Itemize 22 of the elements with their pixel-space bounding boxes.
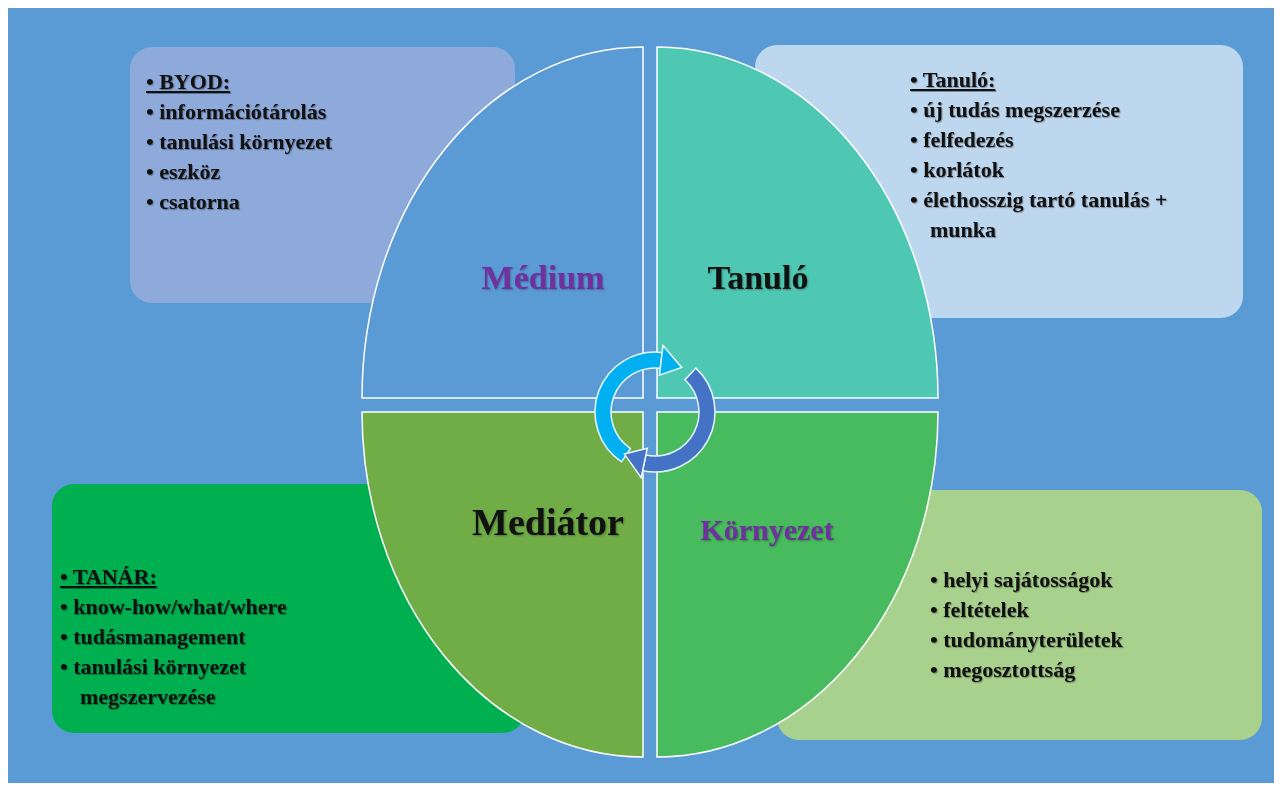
quadrant-label: Mediátor	[472, 500, 624, 544]
bullet-item: • csatorna	[146, 188, 241, 216]
list-heading: • Tanuló:	[910, 66, 997, 94]
bullet-item: • korlátok	[910, 156, 1005, 184]
quadrant-label: Környezet	[700, 513, 834, 547]
bullet-item: • helyi sajátosságok	[930, 566, 1114, 594]
bullet-item: • know-how/what/where	[60, 593, 288, 621]
list-heading: • TANÁR:	[60, 563, 158, 591]
bullet-item: • új tudás megszerzése	[910, 96, 1121, 124]
bullet-item: • felfedezés	[910, 126, 1015, 154]
bullet-item: • tanulási környezet megszervezése	[60, 653, 248, 711]
bullet-item: • információtárolás	[146, 98, 328, 126]
bullet-item: • tudásmanagement	[60, 623, 247, 651]
quadrant-label: Tanuló	[707, 259, 809, 297]
list-heading: • BYOD:	[146, 68, 232, 96]
bullet-item: • eszköz	[146, 158, 222, 186]
bullet-item: • tanulási környezet	[146, 128, 334, 156]
quadrant-label: Médium	[481, 259, 605, 297]
bullet-item: • feltételek	[930, 596, 1030, 624]
bullet-item: • megosztottság	[930, 656, 1077, 684]
bullet-item: • élethosszig tartó tanulás + munka	[910, 186, 1169, 244]
bullet-item: • tudományterületek	[930, 626, 1124, 654]
